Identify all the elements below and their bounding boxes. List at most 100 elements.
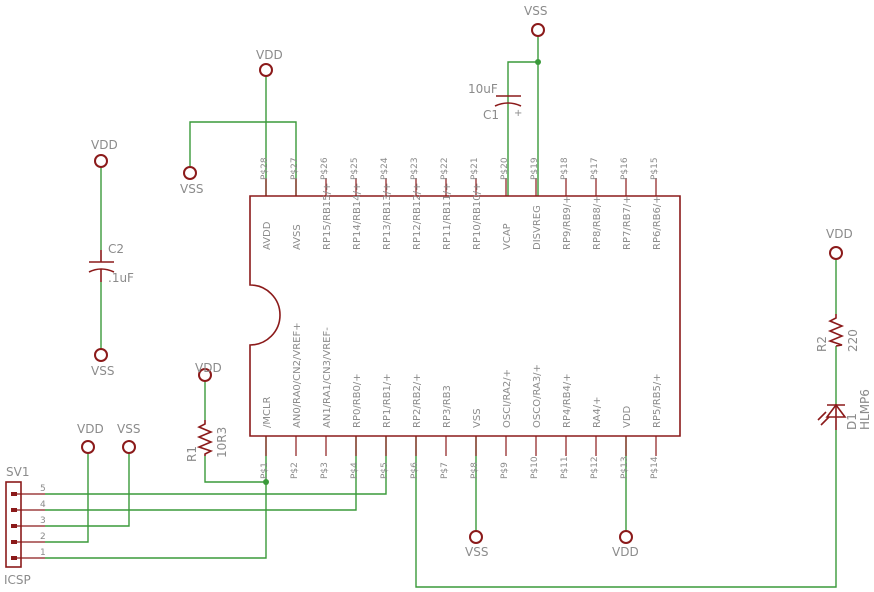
chip-pin-label-bottom-10: P$10 bbox=[530, 456, 540, 479]
c1-plate-curved bbox=[494, 102, 522, 107]
sv1-pin-5 bbox=[11, 492, 17, 496]
sv1-pin-3 bbox=[11, 524, 17, 528]
chip-pin-label-bottom-1: P$1 bbox=[260, 462, 270, 479]
chip-pin-label-top-2: P$27 bbox=[290, 157, 300, 180]
chip-signal-top-3: RP15/RB15/+ bbox=[322, 183, 333, 250]
vdd-led-terminal bbox=[829, 246, 843, 260]
sv1-pin-number-4: 4 bbox=[40, 500, 46, 510]
chip-signal-bottom-13: VDD bbox=[622, 405, 633, 428]
chip-signal-bottom-2: AN0/RA0/CN2/VREF+ bbox=[292, 322, 303, 428]
vdd-icsp-terminal bbox=[81, 440, 95, 454]
vss-p8-label: VSS bbox=[465, 545, 488, 559]
vdd-r1-terminal bbox=[198, 368, 212, 382]
chip-signal-bottom-10: OSCO/RA3/+ bbox=[532, 364, 543, 428]
vdd-r1-label: VDD bbox=[195, 361, 222, 375]
wire-pgd bbox=[45, 436, 357, 511]
chip-signal-top-8: RP10/RB10/+ bbox=[472, 183, 483, 250]
sv1-pin-number-2: 2 bbox=[40, 532, 46, 542]
vss-p8-terminal bbox=[469, 530, 483, 544]
d1-value: HLMP6 bbox=[858, 389, 872, 430]
junction-vss-top bbox=[535, 59, 541, 65]
wire-vcap bbox=[507, 61, 538, 196]
resistor-r2: R2 220 bbox=[815, 314, 860, 352]
chip-pin-label-top-11: P$18 bbox=[560, 157, 570, 180]
chip-pin-label-top-3: P$26 bbox=[320, 157, 330, 180]
r1-name: R1 bbox=[185, 446, 199, 462]
chip-pin-label-top-8: P$21 bbox=[470, 157, 480, 180]
r1-body bbox=[196, 420, 214, 456]
chip-pin-label-bottom-6: P$6 bbox=[410, 462, 420, 479]
chip-pin-label-top-5: P$24 bbox=[380, 157, 390, 180]
chip-signal-top-2: AVSS bbox=[292, 224, 303, 250]
sv1-pin-number-1: 1 bbox=[40, 548, 46, 558]
chip-signal-top-7: RP11/RB11/+ bbox=[442, 183, 453, 250]
vss-avss-terminal bbox=[183, 166, 197, 180]
chip-signal-bottom-9: OSCI/RA2/+ bbox=[502, 369, 513, 428]
led-d1: D1 HLMP6 bbox=[817, 389, 872, 430]
d1-emit-arrow-2 bbox=[820, 416, 830, 426]
vdd-p13-terminal bbox=[619, 530, 633, 544]
vdd-c2-terminal bbox=[94, 154, 108, 168]
r2-name: R2 bbox=[815, 336, 829, 352]
c2-name: C2 bbox=[108, 242, 124, 256]
chip-pin-label-top-6: P$23 bbox=[410, 157, 420, 180]
wire-mclr-icsp1 bbox=[45, 436, 267, 559]
vdd-c2-label: VDD bbox=[91, 138, 118, 152]
chip-pin-label-bottom-2: P$2 bbox=[290, 462, 300, 479]
supply-terminals: VDD VSS VSS VDD VSS VDD VDD VSS VSS VDD … bbox=[77, 4, 853, 559]
wire-r1-bottom bbox=[204, 456, 266, 483]
vdd-icsp-label: VDD bbox=[77, 422, 104, 436]
wire-avss bbox=[189, 121, 297, 196]
vss-icsp-terminal bbox=[122, 440, 136, 454]
chip-signal-bottom-4: RP0/RB0/+ bbox=[352, 373, 363, 428]
r2-value: 220 bbox=[846, 329, 860, 352]
chip-signal-bottom-8: VSS bbox=[472, 408, 483, 428]
wire-icsp3-vss bbox=[45, 452, 130, 527]
vss-top-terminal bbox=[531, 23, 545, 37]
d1-name: D1 bbox=[845, 413, 859, 430]
chip-pin-label-top-4: P$25 bbox=[350, 157, 360, 180]
vdd-led-label: VDD bbox=[826, 227, 853, 241]
c2-value: .1uF bbox=[108, 271, 134, 285]
chip-body bbox=[249, 195, 681, 437]
chip-signal-top-1: AVDD bbox=[262, 221, 273, 250]
chip-pin-label-bottom-3: P$3 bbox=[320, 462, 330, 479]
chip-pin-label-top-13: P$16 bbox=[620, 157, 630, 180]
chip-pin-label-top-14: P$15 bbox=[650, 157, 660, 180]
chip-signal-top-6: RP12/RB12/+ bbox=[412, 183, 423, 250]
sv1-pin-4 bbox=[11, 508, 17, 512]
chip-signal-bottom-1: /MCLR bbox=[262, 396, 273, 428]
chip-signal-top-14: RP6/RB6/+ bbox=[652, 195, 663, 250]
chip-signal-bottom-12: RA4/+ bbox=[592, 397, 603, 429]
chip-signal-bottom-7: RP3/RB3 bbox=[442, 385, 453, 428]
chip-pin-label-bottom-11: P$11 bbox=[560, 456, 570, 479]
chip-signal-bottom-6: RP2/RB2/+ bbox=[412, 373, 423, 428]
chip-signal-top-11: RP9/RB9/+ bbox=[562, 195, 573, 250]
sv1-body bbox=[5, 481, 22, 568]
chip-pin-label-top-9: P$20 bbox=[500, 157, 510, 180]
vss-c2-label: VSS bbox=[91, 364, 114, 378]
chip-pin-label-top-10: P$19 bbox=[530, 157, 540, 180]
vss-avss-label: VSS bbox=[180, 182, 203, 196]
sv1-pin-number-5: 5 bbox=[40, 484, 46, 494]
chip-pin-label-bottom-13: P$13 bbox=[620, 456, 630, 479]
c1-value: 10uF bbox=[468, 82, 498, 96]
chip-signal-top-10: DISVREG bbox=[532, 205, 543, 250]
c1-name: C1 bbox=[483, 108, 499, 122]
vss-icsp-label: VSS bbox=[117, 422, 140, 436]
capacitor-c2: C2 .1uF bbox=[88, 242, 134, 285]
sv1-name: SV1 bbox=[6, 465, 29, 479]
r1-value: 10R3 bbox=[215, 427, 229, 458]
vdd-avdd-terminal bbox=[259, 63, 273, 77]
chip-pin-label-top-12: P$17 bbox=[590, 157, 600, 180]
vdd-avdd-label: VDD bbox=[256, 48, 283, 62]
sv1-pin-1 bbox=[11, 556, 17, 560]
chip-pin-label-bottom-5: P$5 bbox=[380, 462, 390, 479]
chip-signal-top-4: RP14/RB14/+ bbox=[352, 183, 363, 250]
d1-triangle bbox=[825, 403, 847, 418]
wire-led bbox=[415, 430, 837, 588]
wires bbox=[45, 35, 837, 588]
